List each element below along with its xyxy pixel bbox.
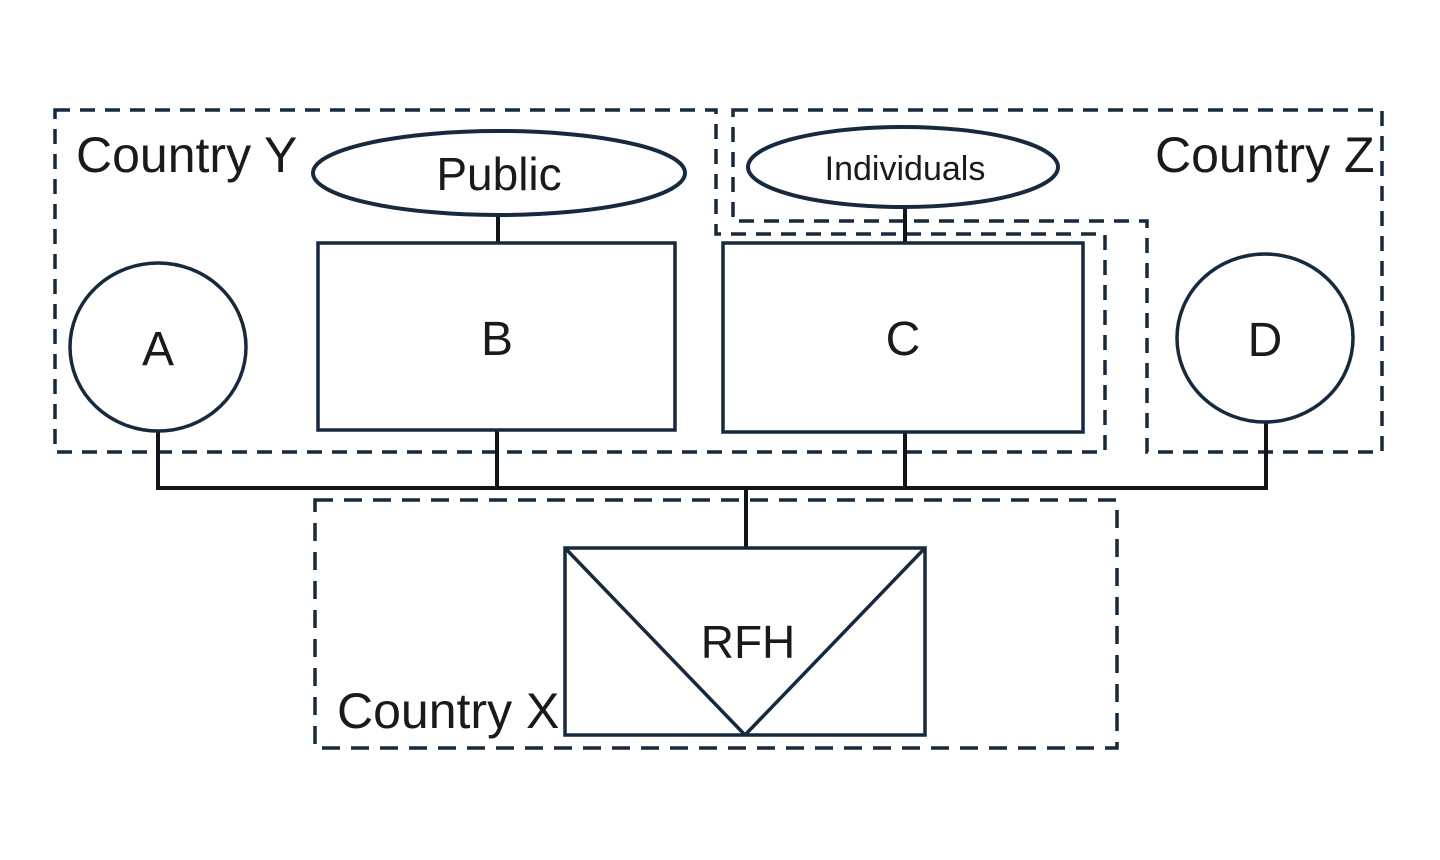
node-b-rect bbox=[316, 241, 677, 432]
node-c-label: C bbox=[886, 313, 921, 366]
node-b-label: B bbox=[481, 313, 513, 366]
node-d-label: D bbox=[1248, 314, 1283, 367]
country-x-label: Country X bbox=[337, 683, 559, 739]
node-rfh-label: RFH bbox=[701, 616, 796, 668]
node-a-label: A bbox=[142, 323, 174, 376]
node-d-circle bbox=[1175, 252, 1355, 424]
node-a-circle bbox=[68, 261, 248, 433]
country-x-region-outline bbox=[313, 498, 1119, 750]
country-y-region-outline bbox=[53, 108, 1107, 454]
node-public-label: Public bbox=[436, 148, 561, 200]
node-individuals-label: Individuals bbox=[825, 150, 986, 188]
country-z-region-outline bbox=[731, 108, 1384, 454]
node-individuals-ellipse bbox=[746, 125, 1060, 209]
node-c-rect bbox=[721, 241, 1085, 434]
country-z-label: Country Z bbox=[1155, 127, 1375, 183]
node-rfh-envelope-diagonals bbox=[563, 546, 927, 737]
country-y-label: Country Y bbox=[76, 127, 297, 183]
node-public-ellipse bbox=[311, 129, 687, 217]
